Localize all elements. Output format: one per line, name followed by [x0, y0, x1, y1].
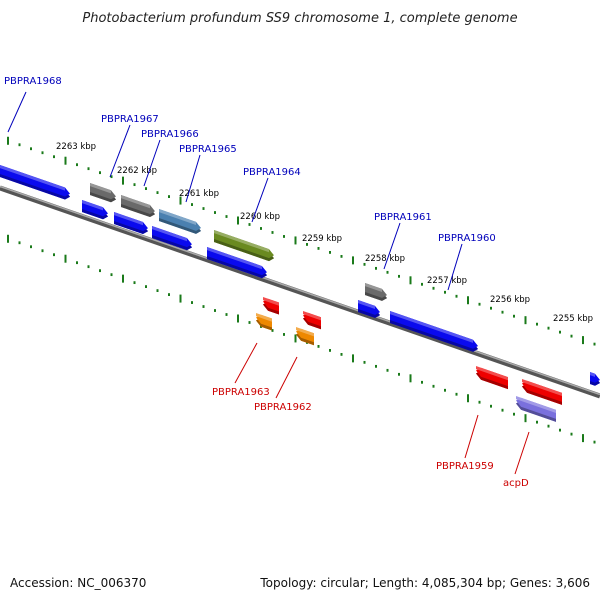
gene-blue-5[interactable]: [358, 300, 380, 320]
forward-gene-label[interactable]: PBPRA1965: [179, 144, 237, 155]
forward-gene-label[interactable]: PBPRA1966: [141, 129, 199, 140]
reverse-gene-label[interactable]: acpD: [503, 478, 529, 489]
forward-gene-label[interactable]: PBPRA1968: [4, 76, 62, 87]
kbp-label: 2258 kbp: [365, 254, 405, 264]
gene-blue-4[interactable]: [207, 247, 267, 280]
kbp-label: 2257 kbp: [427, 276, 467, 286]
forward-gene-label[interactable]: PBPRA1961: [374, 212, 432, 223]
forward-gene-label[interactable]: PBPRA1967: [101, 114, 159, 125]
gene-red-acp[interactable]: [522, 379, 562, 405]
gene-acpD[interactable]: [516, 396, 556, 422]
gene-PBPRA1968[interactable]: [0, 165, 70, 201]
gene-PBPRA1967[interactable]: [90, 183, 116, 204]
reverse-gene-label[interactable]: PBPRA1962: [254, 402, 312, 413]
gene-red-small-2[interactable]: [303, 311, 321, 330]
map-title: Photobacterium profundum SS9 chromosome …: [82, 11, 517, 26]
chromosome-backbone-highlight: [0, 185, 600, 396]
gene-PBPRA1959[interactable]: [476, 366, 508, 390]
kbp-label: 2255 kbp: [553, 314, 593, 324]
gene-blue-small-1[interactable]: [82, 200, 108, 221]
gene-blue-2[interactable]: [114, 212, 148, 236]
forward-gene-label[interactable]: PBPRA1964: [243, 167, 301, 178]
reverse-gene-label[interactable]: PBPRA1959: [436, 461, 494, 472]
gene-blue-3[interactable]: [152, 226, 192, 252]
kbp-labels: 2263 kbp 2262 kbp 2261 kbp 2260 kbp 2259 kbp…: [56, 142, 593, 324]
gene-PBPRA1961[interactable]: [365, 283, 387, 303]
accession-text: Accession: NC_006370: [10, 576, 147, 590]
kbp-label: 2256 kbp: [490, 295, 530, 305]
gene-labels: PBPRA1968PBPRA1967PBPRA1966PBPRA1965PBPR…: [4, 76, 530, 489]
forward-gene-label[interactable]: PBPRA1960: [438, 233, 496, 244]
kbp-label: 2262 kbp: [117, 166, 157, 176]
gene-red-small-1[interactable]: [263, 297, 279, 315]
kbp-label: 2261 kbp: [179, 189, 219, 199]
gene-PBPRA1965[interactable]: [159, 209, 201, 236]
reverse-gene-label[interactable]: PBPRA1963: [212, 387, 270, 398]
kbp-label: 2263 kbp: [56, 142, 96, 152]
gene-PBPRA1962[interactable]: [296, 327, 314, 346]
gene-features: [0, 165, 600, 422]
gene-PBPRA1966[interactable]: [121, 195, 155, 219]
kbp-label: 2260 kbp: [240, 212, 280, 222]
gene-blue-edge[interactable]: [590, 372, 600, 387]
gene-PBPRA1963[interactable]: [256, 313, 272, 331]
chromosome-backbone: [0, 185, 600, 399]
kbp-label: 2259 kbp: [302, 234, 342, 244]
gene-PBPRA1964[interactable]: [214, 230, 274, 263]
gene-PBPRA1960[interactable]: [390, 311, 478, 354]
genome-summary-text: Topology: circular; Length: 4,085,304 bp…: [260, 576, 590, 590]
